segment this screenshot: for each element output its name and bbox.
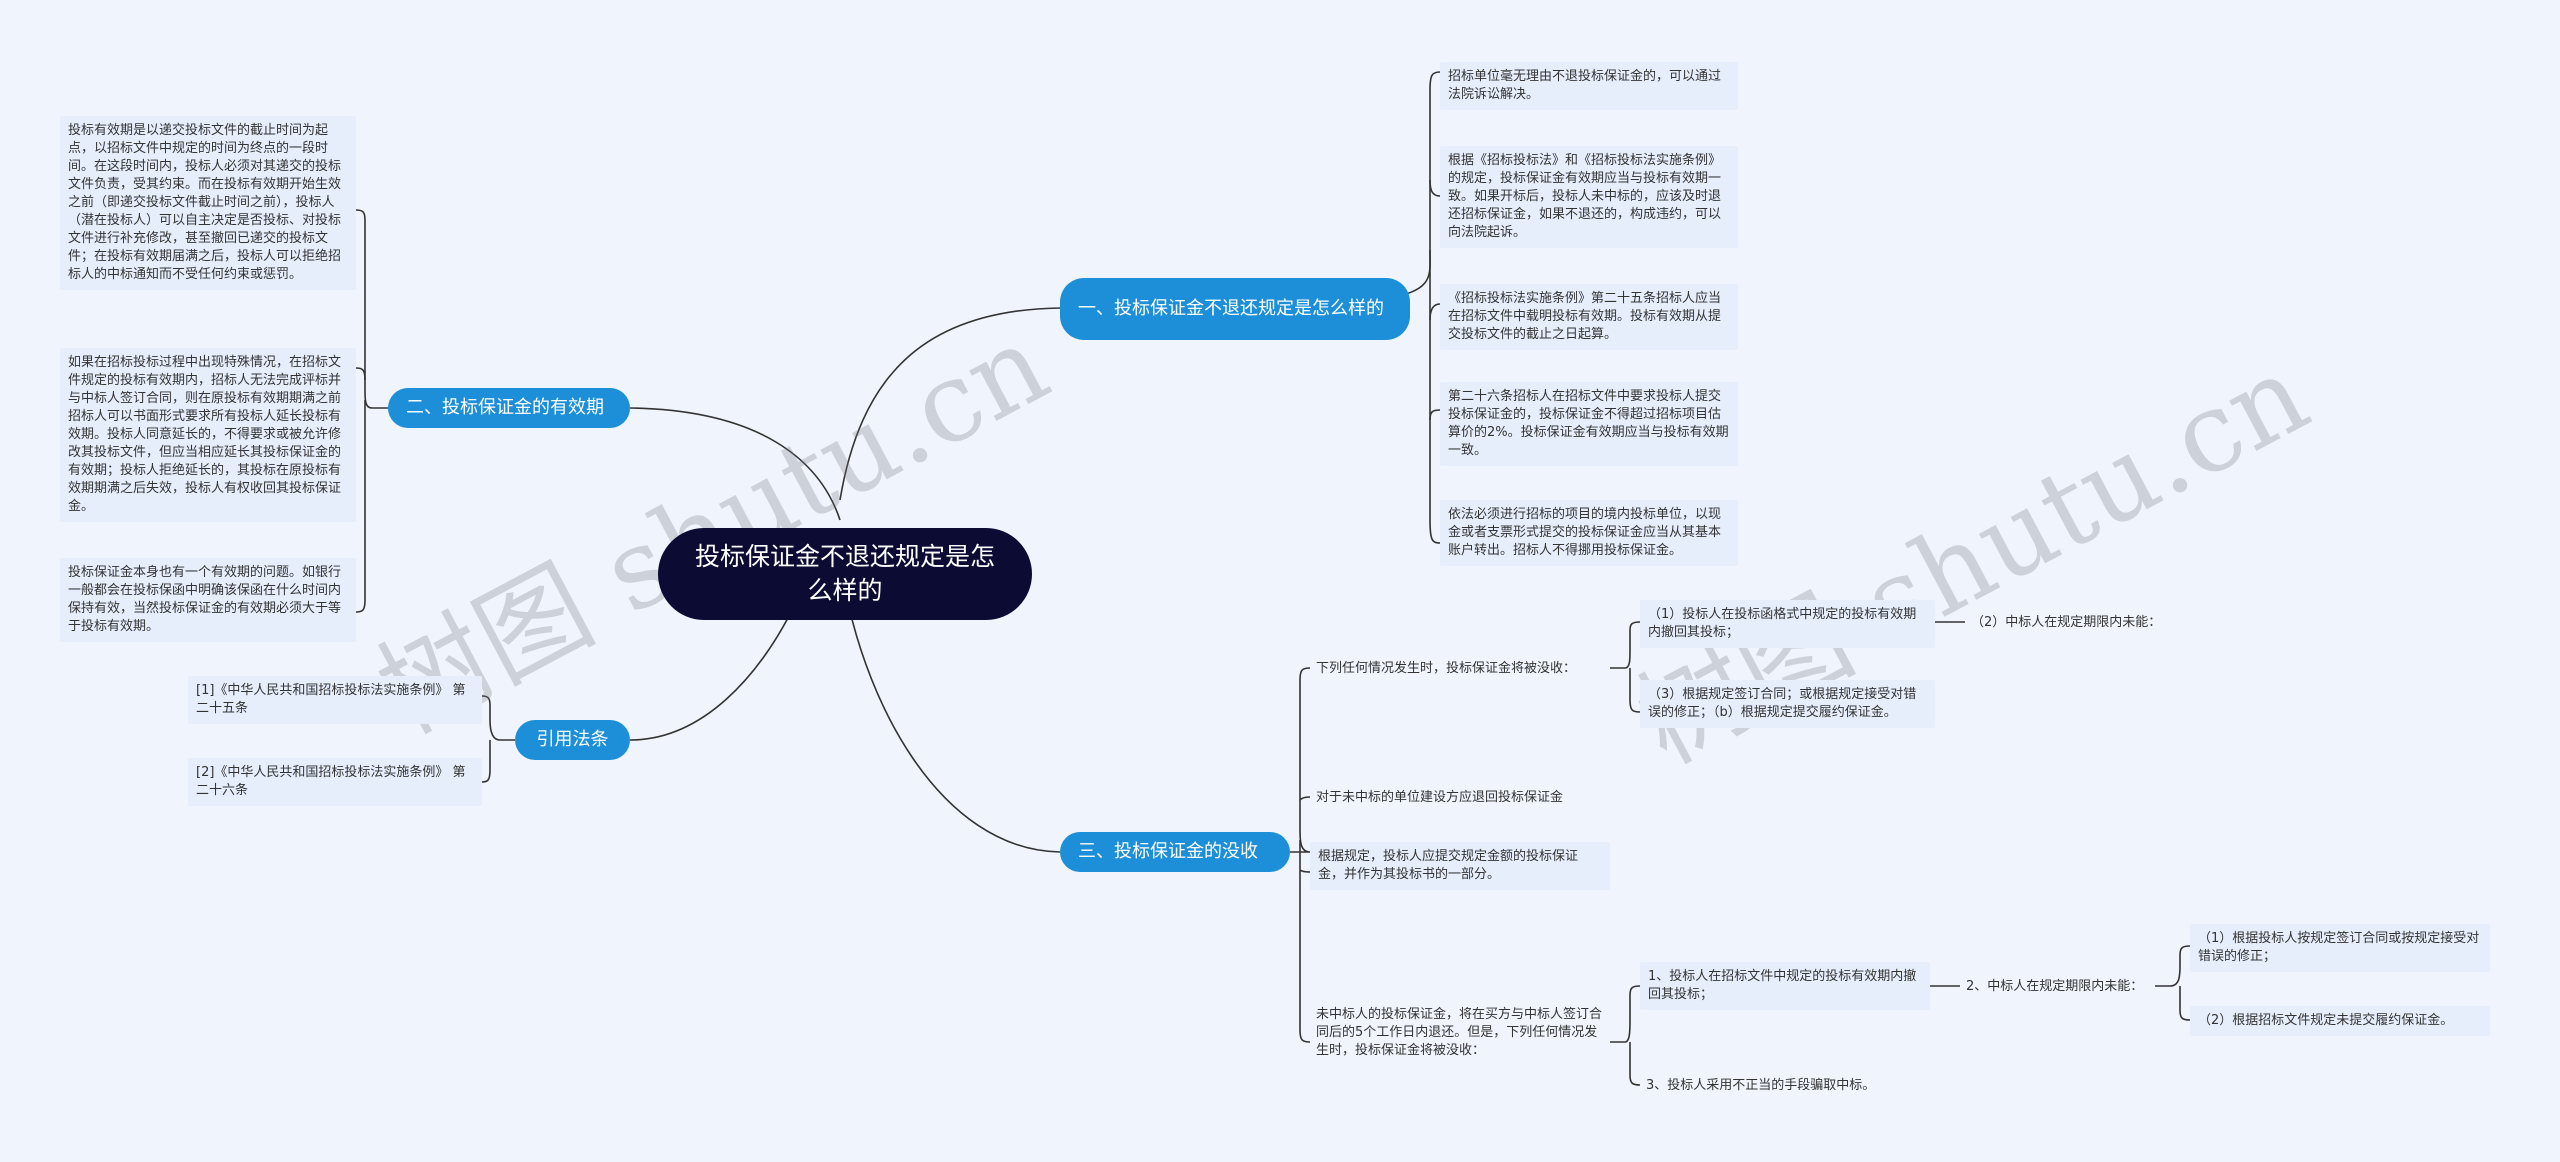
b3-item-4: 未中标人的投标保证金，将在买方与中标人签订合同后的5个工作日内退还。但是，下列任… <box>1316 1007 1603 1058</box>
b3-item-1-child-1: （1）投标人在投标函格式中规定的投标有效期内撤回其投标； <box>1640 600 1935 648</box>
b4-item-1: [1]《中华人民共和国招标投标法实施条例》 第二十五条 <box>188 676 482 724</box>
b1-item-3: 《招标投标法实施条例》第二十五条招标人应当在招标文件中载明投标有效期。投标有效期… <box>1440 284 1738 350</box>
branch-not-refund-rules[interactable]: 一、投标保证金不退还规定是怎么样的 <box>1060 278 1410 340</box>
b4-item-2: [2]《中华人民共和国招标投标法实施条例》 第二十六条 <box>188 758 482 806</box>
branch-cited-laws[interactable]: 引用法条 <box>515 720 630 760</box>
b2-item-2: 如果在招标投标过程中出现特殊情况，在招标文件规定的投标有效期内，招标人无法完成评… <box>60 348 356 522</box>
b3-item-4-child-3: 3、投标人采用不正当的手段骗取中标。 <box>1646 1078 1876 1093</box>
b3-item-1: 下列任何情况发生时，投标保证金将被没收： <box>1316 661 1577 676</box>
b3-item-4-child-1: 1、投标人在招标文件中规定的投标有效期内撤回其投标； <box>1640 962 1930 1010</box>
b1-item-1: 招标单位毫无理由不退投标保证金的，可以通过法院诉讼解决。 <box>1440 62 1738 110</box>
b3-item-4-child-2: 2、中标人在规定期限内未能： <box>1966 979 2144 994</box>
b3-item-1-grandchild: （2）中标人在规定期限内未能： <box>1971 615 2162 630</box>
b3-item-1-child-2: （3）根据规定签订合同；或根据规定接受对错误的修正；（b）根据规定提交履约保证金… <box>1640 680 1935 728</box>
b2-item-1: 投标有效期是以递交投标文件的截止时间为起点，以招标文件中规定的时间为终点的一段时… <box>60 116 356 290</box>
b1-item-5: 依法必须进行招标的项目的境内投标单位，以现金或者支票形式提交的投标保证金应当从其… <box>1440 500 1738 566</box>
b3-item-3: 根据规定，投标人应提交规定金额的投标保证金，并作为其投标书的一部分。 <box>1310 842 1610 890</box>
b3-item-2: 对于未中标的单位建设方应退回投标保证金 <box>1316 790 1564 805</box>
root-topic[interactable]: 投标保证金不退还规定是怎么样的 <box>658 528 1032 620</box>
branch-forfeiture[interactable]: 三、投标保证金的没收 <box>1060 832 1290 872</box>
branch-validity-period[interactable]: 二、投标保证金的有效期 <box>388 388 630 428</box>
b3-item-4-grandchild-1: （1）根据投标人按规定签订合同或按规定接受对错误的修正； <box>2190 924 2490 972</box>
b3-item-4-grandchild-2: （2）根据招标文件规定未提交履约保证金。 <box>2190 1006 2490 1036</box>
b1-item-2: 根据《招标投标法》和《招标投标法实施条例》的规定，投标保证金有效期应当与投标有效… <box>1440 146 1738 248</box>
b2-item-3: 投标保证金本身也有一个有效期的问题。如银行一般都会在投标保函中明确该保函在什么时… <box>60 558 356 642</box>
b1-item-4: 第二十六条招标人在招标文件中要求投标人提交投标保证金的，投标保证金不得超过招标项… <box>1440 382 1738 466</box>
